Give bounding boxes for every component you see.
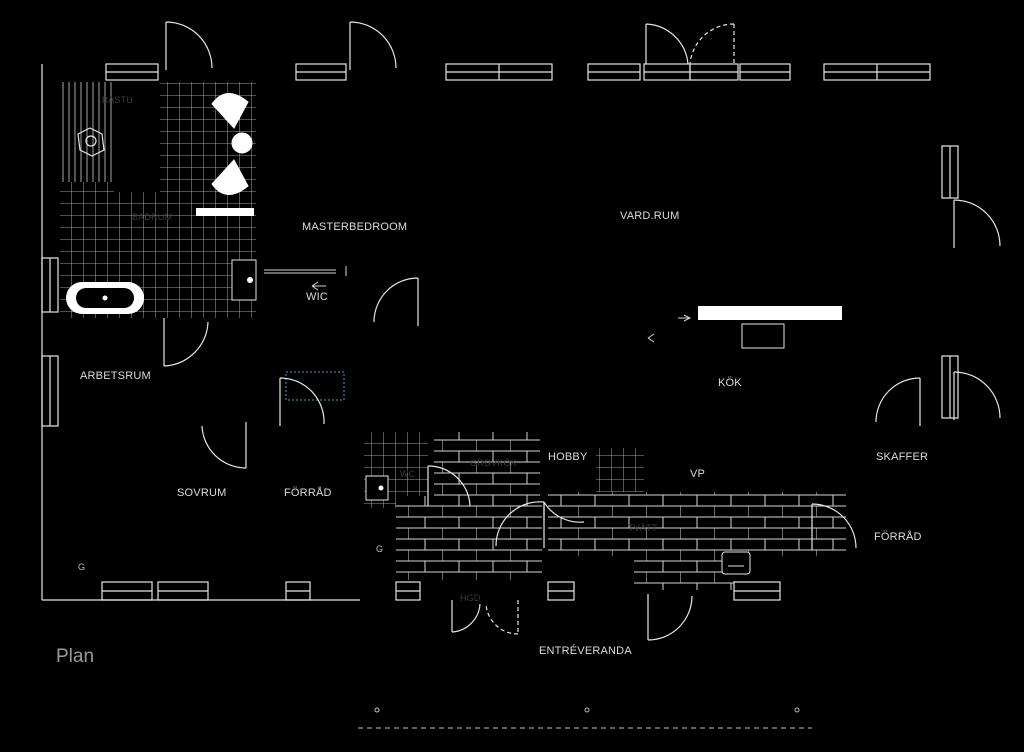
room-label-kok: KÖK [718,377,742,389]
kitchen-counter [698,306,842,320]
room-label-forrad-left: FÖRRÅD [284,487,332,499]
windows-bottom [101,581,781,601]
room-label-vardrum: VARD.RUM [620,210,680,222]
room-label-badrum: BADRUM [132,212,173,222]
room-label-entreveranda: ENTRÉVERANDA [539,645,632,657]
arrow-icon [311,281,692,343]
cyan-outline-box [285,371,345,401]
toilet-icon [365,475,389,501]
sauna-heater-icon [77,127,105,157]
sauna-room [114,82,160,192]
windows-side [41,145,959,427]
room-label-hgd: HGD [460,593,481,603]
room-label-arbetsrum: ARBETSRUM [80,370,151,382]
kitchen-island [741,323,785,349]
label-g-left: G [78,562,86,572]
room-label-masterbedroom: MASTERBEDROOM [302,221,408,233]
veranda-outline [358,707,812,729]
room-label-vp: VP [690,468,706,480]
veranda-brick-floor-lower [634,556,734,590]
room-label-tvatt: TVÄTT [628,523,658,533]
stove-icon [721,551,751,575]
room-label-forrad-right: FÖRRÅD [874,531,922,543]
room-label-skaffer: SKAFFER [876,451,929,463]
bathtub-icon [66,282,144,314]
shower-stalls [211,93,253,195]
room-label-wc: WC [400,469,416,479]
bath-counter [196,208,254,216]
room-label-hobby: HOBBY [548,451,588,463]
sink-icon [231,259,257,301]
sliding-door-wic [264,266,347,276]
plan-title: Plan [56,646,95,667]
doors [163,21,1001,641]
hall-brick-floor [396,496,542,580]
veranda-brick-floor [548,492,846,556]
room-label-wic: WIC [306,291,328,303]
room-label-grovkok: GROVKÖK [470,458,517,468]
sauna-bench [60,82,116,182]
hobby-tile-floor [596,448,644,492]
room-label-sovrum: SOVRUM [177,487,227,499]
grovkok-brick-floor [434,432,540,496]
windows-top [105,63,931,81]
label-g-mid: G [376,544,384,554]
room-label-bastu: BASTU [102,95,134,105]
